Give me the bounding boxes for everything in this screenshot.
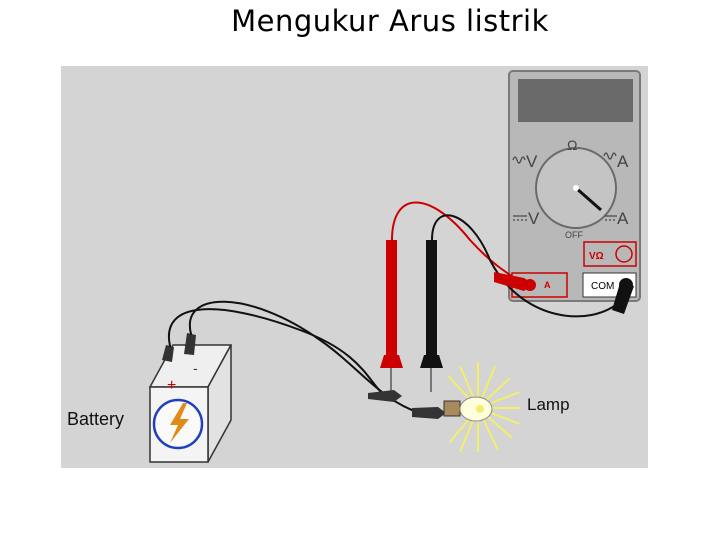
- battery-label: Battery: [67, 409, 124, 429]
- lamp-rays: [447, 362, 521, 453]
- red-lead-plug: [494, 272, 534, 291]
- vohm-jack-label: VΩ: [589, 251, 604, 262]
- dc-volts-label: V: [528, 209, 540, 228]
- black-probe[interactable]: [420, 240, 443, 392]
- multimeter: Ω V A V A OFF VΩ A COM: [508, 70, 641, 302]
- dc-amps-label: A: [617, 209, 629, 228]
- com-jack-label: COM: [591, 281, 614, 292]
- lamp: [443, 362, 521, 453]
- lamp-filament: [476, 405, 484, 413]
- battery: + -: [148, 333, 233, 463]
- black-plug-tip: [619, 278, 633, 292]
- black-probe-guard: [420, 355, 443, 368]
- ac-volts-label: V: [526, 152, 538, 171]
- off-label: OFF: [565, 230, 583, 240]
- black-test-lead: [431, 214, 623, 318]
- red-test-lead: [391, 201, 519, 281]
- selector-pointer: [575, 186, 602, 212]
- ac-volts-wave-icon: [512, 156, 526, 164]
- alligator-clip-lamp: [412, 407, 446, 419]
- black-probe-handle: [426, 240, 437, 360]
- vohm-jack[interactable]: [615, 245, 633, 263]
- red-probe[interactable]: [380, 240, 403, 392]
- battery-minus-label: -: [193, 360, 198, 376]
- vohm-jack-box: [583, 241, 637, 267]
- battery-positive-clip: [162, 345, 174, 362]
- ac-amps-wave-icon: [603, 152, 617, 160]
- ohm-range-label: Ω: [567, 137, 577, 153]
- red-probe-guard: [380, 355, 403, 368]
- multimeter-display: [518, 79, 633, 122]
- lamp-base: [443, 400, 461, 417]
- battery-negative-clip: [184, 333, 196, 355]
- red-plug-tip: [524, 279, 536, 291]
- battery-plus-label: +: [167, 377, 176, 394]
- lightning-bolt-icon: [170, 403, 189, 443]
- amp-jack-label: A: [544, 280, 551, 290]
- wire-battery-positive-to-probe: [167, 308, 383, 394]
- alligator-clip-probe: [368, 390, 402, 402]
- lamp-label: Lamp: [527, 395, 570, 414]
- ac-amps-label: A: [617, 152, 629, 171]
- dial-hub: [573, 185, 579, 191]
- slide-title: Mengukur Arus listrik: [231, 4, 549, 38]
- red-probe-handle: [386, 240, 397, 360]
